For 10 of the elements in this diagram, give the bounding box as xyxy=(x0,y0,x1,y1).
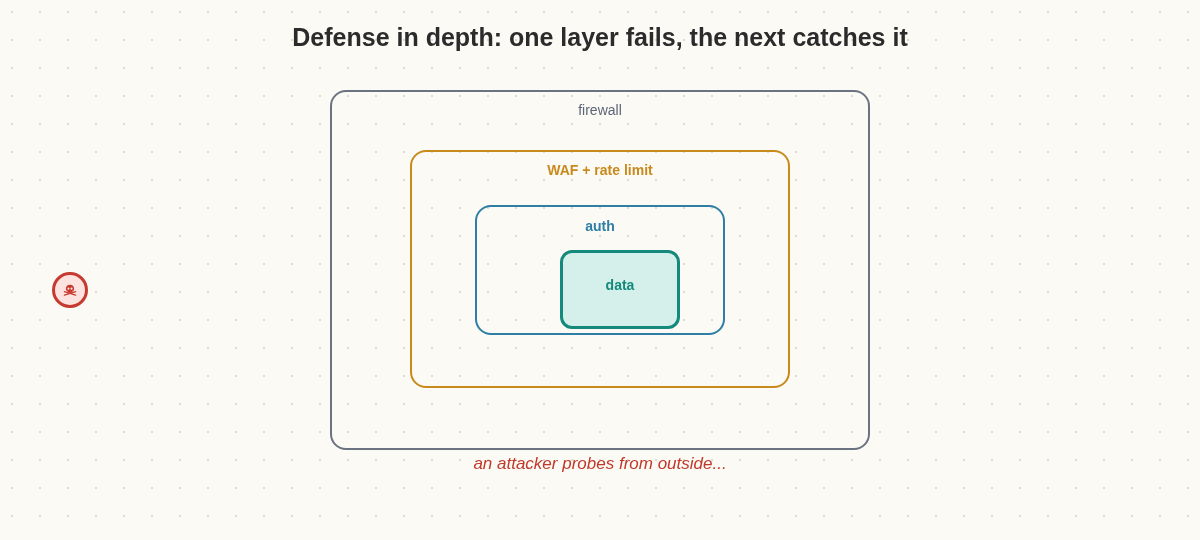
layer-label: auth xyxy=(585,217,615,236)
layer-label: firewall xyxy=(578,101,622,120)
diagram-title: Defense in depth: one layer fails, the next catches it xyxy=(292,22,908,53)
data-box xyxy=(560,250,680,329)
note-text: an attacker probes from outside... xyxy=(473,453,727,475)
layer-label: WAF + rate limit xyxy=(547,161,653,180)
layer-frame xyxy=(475,205,725,335)
layer-frame xyxy=(330,90,870,450)
layer-frame xyxy=(410,150,790,388)
data-label: data xyxy=(605,276,635,295)
